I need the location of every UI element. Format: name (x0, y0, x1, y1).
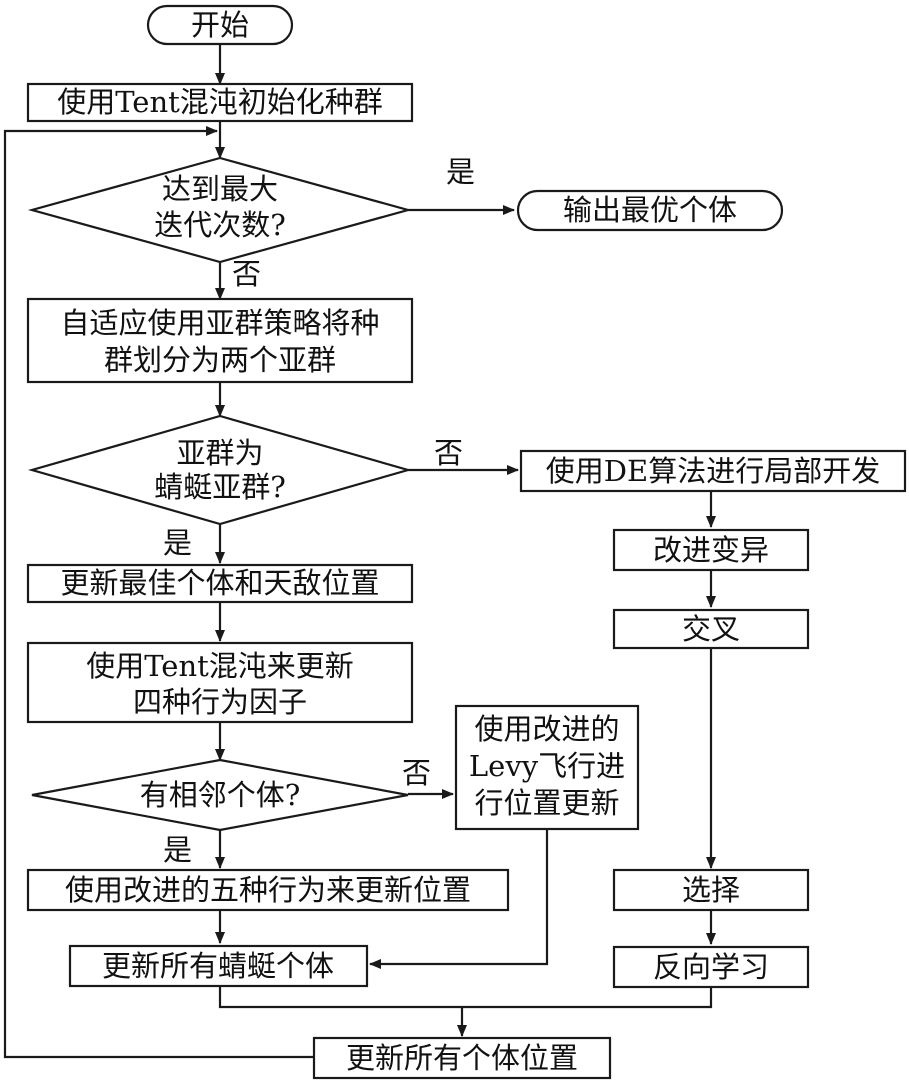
svg-text:选择: 选择 (682, 873, 740, 907)
svg-text:有相邻个体?: 有相邻个体? (140, 778, 301, 812)
svg-text:亚群为: 亚群为 (176, 436, 263, 470)
label-neighbor-yes: 是 (163, 833, 192, 867)
svg-text:反向学习: 反向学习 (653, 950, 769, 984)
svg-text:更新最佳个体和天敌位置: 更新最佳个体和天敌位置 (60, 566, 379, 600)
improved-mutation-box: 改进变异 (612, 528, 810, 572)
svg-text:使用DE算法进行局部开发: 使用DE算法进行局部开发 (546, 454, 880, 488)
tent-update-factors-box: 使用Tent混沌来更新 四种行为因子 (26, 641, 414, 724)
update-dragonflies-box: 更新所有蜻蜓个体 (68, 944, 369, 988)
svg-text:Levy飞行进: Levy飞行进 (469, 749, 625, 783)
edge-merge-left (218, 986, 713, 1009)
label-neighbor-no: 否 (402, 756, 431, 790)
svg-text:达到最大: 达到最大 (162, 172, 278, 206)
label-maxiter-yes: 是 (446, 155, 475, 189)
update-all-positions-box: 更新所有个体位置 (312, 1036, 612, 1080)
svg-text:交叉: 交叉 (682, 612, 740, 646)
svg-text:群划分为两个亚群: 群划分为两个亚群 (104, 343, 336, 377)
start-terminal: 开始 (146, 4, 294, 46)
selection-box: 选择 (612, 868, 810, 912)
adaptive-subpopulation-box: 自适应使用亚群策略将种 群划分为两个亚群 (26, 297, 414, 384)
init-population-box: 使用Tent混沌初始化种群 (26, 82, 414, 123)
svg-text:更新所有蜻蜓个体: 更新所有蜻蜓个体 (102, 949, 334, 983)
edge-loop-back (3, 126, 314, 1059)
max-iteration-decision: 达到最大 迭代次数? (27, 156, 413, 264)
svg-text:改进变异: 改进变异 (653, 533, 769, 567)
edges (3, 44, 716, 1059)
edge-levy-dragonflies (369, 829, 549, 969)
svg-text:使用Tent混沌来更新: 使用Tent混沌来更新 (86, 649, 354, 683)
label-dragonfly-no: 否 (434, 436, 463, 470)
has-neighbor-decision: 有相邻个体? (31, 758, 409, 832)
svg-text:输出最优个体: 输出最优个体 (563, 193, 737, 227)
svg-text:自适应使用亚群策略将种: 自适应使用亚群策略将种 (60, 306, 379, 340)
de-local-exploitation-box: 使用DE算法进行局部开发 (519, 449, 907, 493)
svg-text:四种行为因子: 四种行为因子 (133, 685, 307, 719)
opposition-learning-box: 反向学习 (612, 945, 810, 989)
svg-text:使用改进的五种行为来更新位置: 使用改进的五种行为来更新位置 (65, 873, 471, 907)
svg-text:行位置更新: 行位置更新 (474, 786, 619, 820)
dragonfly-subpopulation-decision: 亚群为 蜻蜓亚群? (28, 414, 412, 526)
svg-text:蜻蜓亚群?: 蜻蜓亚群? (154, 470, 286, 504)
update-best-enemy-box: 更新最佳个体和天敌位置 (26, 563, 414, 604)
svg-text:开始: 开始 (191, 8, 249, 42)
levy-flight-update-box: 使用改进的 Levy飞行进 行位置更新 (454, 704, 640, 831)
five-behaviors-update-box: 使用改进的五种行为来更新位置 (26, 868, 510, 912)
label-dragonfly-yes: 是 (163, 526, 192, 560)
svg-text:使用改进的: 使用改进的 (474, 712, 619, 746)
svg-text:使用Tent混沌初始化种群: 使用Tent混沌初始化种群 (57, 85, 383, 119)
svg-text:迭代次数?: 迭代次数? (154, 208, 286, 242)
crossover-box: 交叉 (612, 608, 810, 650)
label-maxiter-no: 否 (232, 257, 261, 291)
output-best-terminal: 输出最优个体 (516, 189, 784, 232)
svg-text:更新所有个体位置: 更新所有个体位置 (346, 1041, 578, 1075)
